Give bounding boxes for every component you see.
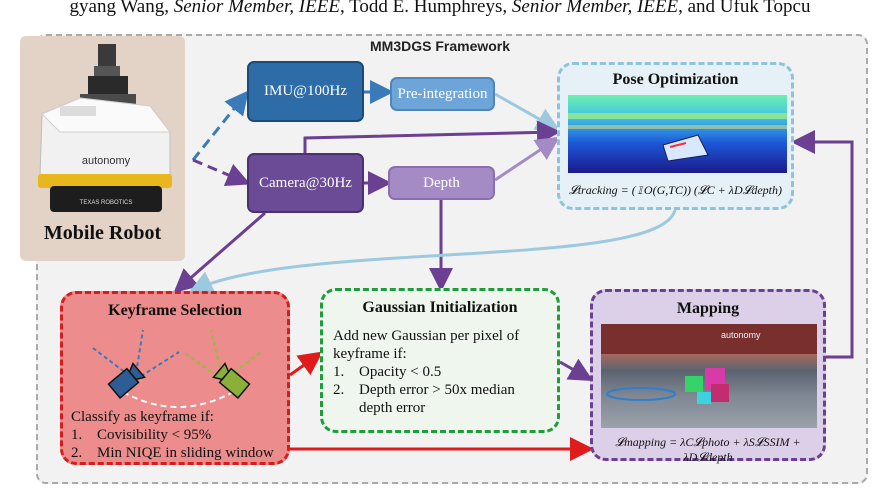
gaussian-initialization-title: Gaussian Initialization [362,299,518,316]
gaussian-to-mapping-arrow [559,358,594,381]
list-item: 1.Opacity < 0.5 [333,364,442,380]
pose-to-keyframe-arrow [188,209,677,294]
camera-node: Camera@30Hz [247,153,364,213]
pose-depth-image [568,95,787,173]
robot-brand-small: TEXAS ROBOTICS [80,200,133,206]
tracking-loss-equation: 𝓛tracking = (𝟙O(G,TC)) (𝓛C + λD𝓛depth) [568,183,783,197]
robot-to-imu-arrow [191,90,249,161]
list-item: 2.Min NIQE in sliding window [71,445,274,461]
mapping-render-image: autonomy [601,324,817,428]
keyframe-selection-box: Keyframe Selection Classify as keyframe … [60,291,290,465]
mapping-loss-equation: 𝓛mapping = λC𝓛photo + λS𝓛SSIM + λD𝓛depth [615,435,801,464]
camera-to-keyframe-arrow [173,211,266,293]
robot-to-camera-arrow [192,158,251,187]
mapping-title: Mapping [676,300,740,317]
gaussian-intro: Add new Gaussian per pixel of keyframe i… [333,328,520,362]
camera-pair-illustration [92,329,262,408]
pose-optimization-box: Pose Optimization 𝓛tracking = (𝟙O(G,TC))… [557,62,794,210]
keyframe-to-gaussian-arrow [289,351,323,377]
depth-node: Depth [388,166,495,200]
preintegration-node: Pre-integration [390,77,495,111]
mapping-box: Mapping autonomy 𝓛mapping = λC𝓛photo + λ… [590,289,826,464]
framework-title: MM3DGS Framework [370,38,511,54]
robot-label: Mobile Robot [43,222,162,244]
robot-brand-text: autonomy [82,155,131,167]
mapping-scene-text: autonomy [721,330,761,340]
camera-to-pose-arrow [303,120,561,153]
author-header: gyang Wang, Senior Member, IEEE, Todd E.… [69,0,811,17]
depth-to-pose-arrow [494,136,560,182]
list-item: 2.Depth error > 50x median depth error [333,382,515,416]
keyframe-criteria: Classify as keyframe if: 1.Covisibility … [71,408,274,462]
gaussian-criteria: Add new Gaussian per pixel of keyframe i… [333,327,553,417]
gaussian-initialization-box: Gaussian Initialization Add new Gaussian… [320,288,560,433]
keyframe-intro: Classify as keyframe if: [71,409,214,425]
mapping-to-pose-arrow [791,130,854,359]
list-item: 1.Covisibility < 95% [71,427,212,443]
keyframe-selection-title: Keyframe Selection [108,302,242,319]
mobile-robot-image: autonomy TEXAS ROBOTICS [38,44,172,212]
pose-optimization-title: Pose Optimization [612,71,739,88]
imu-node: IMU@100Hz [247,61,364,122]
preint-to-pose-arrow [494,92,561,131]
